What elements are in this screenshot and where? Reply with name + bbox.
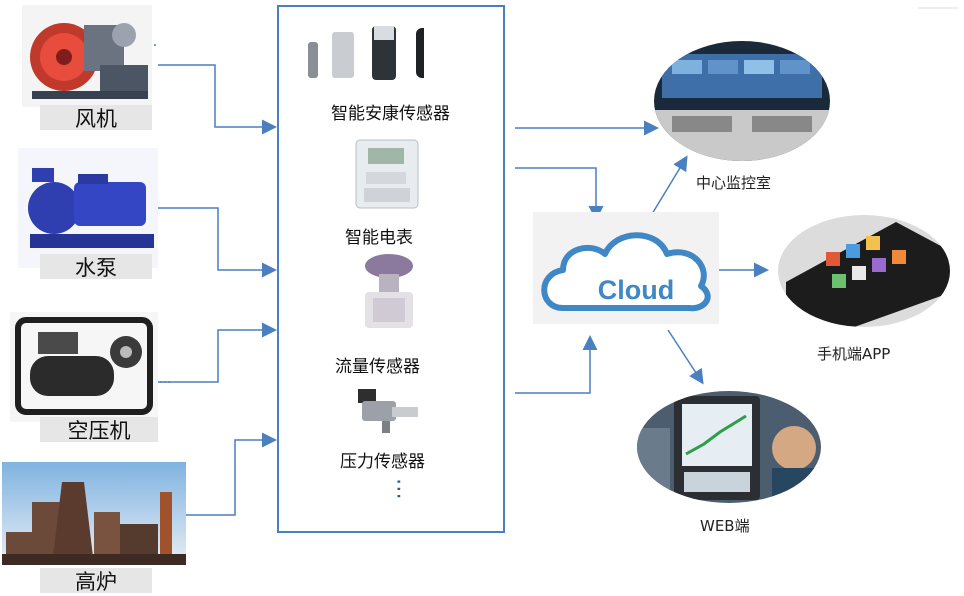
water-pump-icon: [18, 148, 158, 268]
output-label-mobile: 手机端APP: [817, 345, 891, 363]
equipment-label-compressor: 空压机: [40, 417, 158, 443]
furnace-image: [2, 462, 186, 565]
equipment-label-furnace: 高炉: [40, 568, 152, 594]
arrow-sensors-to-cloud-top: [515, 167, 604, 221]
pressure-sensor-icon: [358, 389, 418, 433]
control-room-icon: [654, 41, 830, 161]
arrow-cloud-to-control-room: [651, 155, 688, 215]
equipment-label-pump: 水泵: [40, 254, 152, 280]
output-label-web: WEB端: [700, 517, 750, 535]
cloud-label: Cloud: [597, 275, 675, 305]
output-label-control-room: 中心监控室: [696, 174, 772, 192]
flow-sensor-icon: [365, 254, 413, 328]
pump-image: [18, 148, 158, 268]
arrow-sensors-to-cloud-bottom: [515, 335, 598, 394]
compressor-image: [10, 312, 158, 422]
arrow-fan-to-sensors: [158, 64, 277, 135]
smart-health-sensor-icon: CC: [308, 26, 424, 80]
control-room-image: [652, 40, 832, 162]
arrow-furnace-to-sensors: [186, 432, 277, 516]
mobile-app-icon: [778, 215, 950, 327]
mobile-app-image: [776, 212, 952, 330]
sensor-label-meter: 智能电表: [345, 228, 413, 248]
sensor-label-flow: 流量传感器: [335, 357, 420, 377]
arrow-pump-to-sensors: [158, 207, 277, 278]
web-terminal-image: [634, 388, 824, 506]
sensor-label-pressure: 压力传感器: [340, 452, 425, 472]
sensor-label-health: 智能安康传感器: [331, 104, 450, 124]
arrow-cloud-to-web: [667, 329, 704, 385]
fan-image: [22, 5, 152, 107]
smart-meter-icon: [355, 139, 419, 209]
equipment-label-fan: 风机: [40, 105, 152, 131]
cloud-icon: [541, 232, 711, 312]
blast-furnace-icon: [2, 462, 186, 565]
fan-blower-icon: [22, 5, 152, 107]
web-terminal-icon: [637, 391, 821, 503]
arrow-compressor-to-sensors: [158, 322, 277, 383]
air-compressor-icon: [10, 312, 158, 422]
more-sensors-ellipsis: ⋯: [386, 478, 411, 496]
